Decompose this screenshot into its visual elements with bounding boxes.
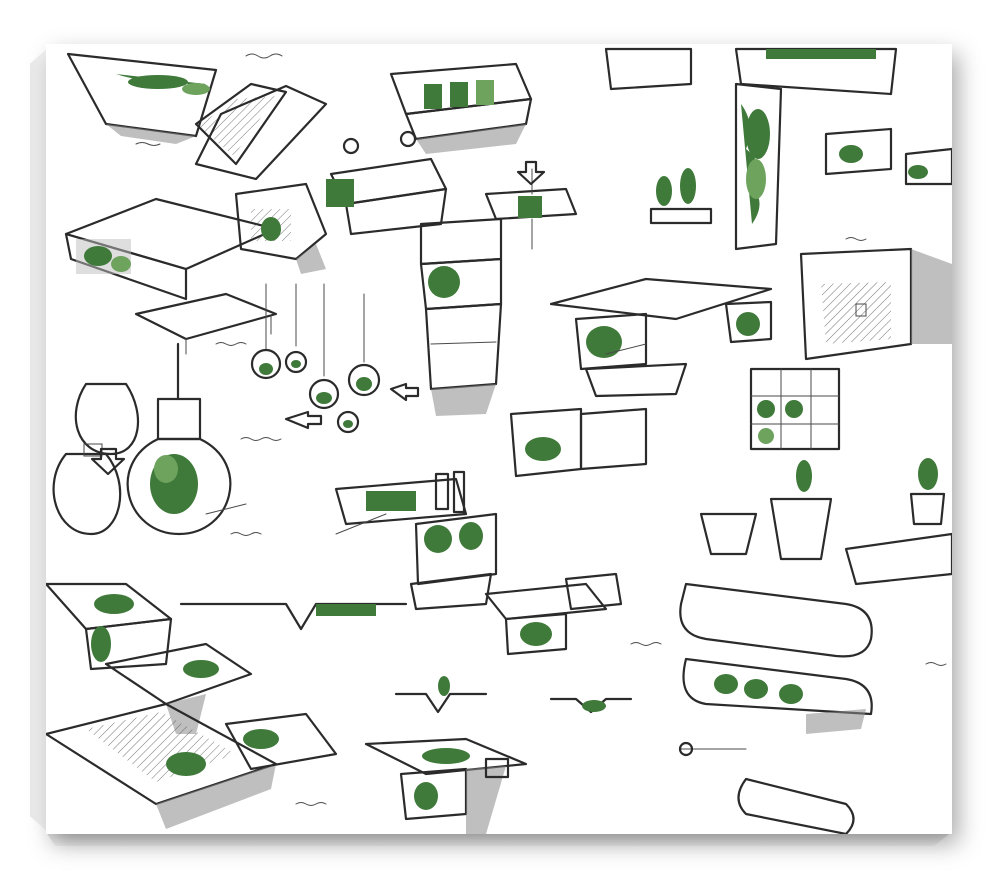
sketch-bottom-counter [364,737,528,834]
sketch-wall-boxes [604,47,952,186]
sketch-potted-plants [649,168,713,225]
sketch-arrows [90,160,546,476]
sketch-tall-column [734,47,898,251]
sketch-trough-planters [179,602,633,714]
sketch-cylinder [678,741,855,834]
sketch-glass-cups [699,458,952,586]
sketch-grid-shelf [749,367,841,451]
sketch-stacked-shelf [419,217,503,416]
sketch-counter-with-figures [326,130,448,236]
canvas-side-edge [30,48,48,832]
sketch-modular-shelf [334,470,498,611]
sketch-angled-counters [46,582,253,734]
sketch-bench [484,572,623,656]
sketch-kitchen-island [64,197,278,355]
sketch-annotation-scribbles [135,53,947,806]
sketch-angled-planter [66,52,328,181]
sketch-large-bulb-planter [52,342,232,536]
canvas-bottom-edge [46,832,952,846]
sketch-cube-cabinet [799,247,952,361]
sketch-cross-stand [484,168,578,250]
sketch-bottom-counters [46,702,338,829]
sketch-box-planter [389,62,533,154]
sketch-loop-shelf [679,582,873,734]
sketch-hanging-bulbs [250,283,381,434]
sketch-sheet [46,47,952,834]
sketch-long-table [549,277,773,398]
sketch-open-crates [509,407,648,478]
sketch-hex-planter [234,182,328,274]
